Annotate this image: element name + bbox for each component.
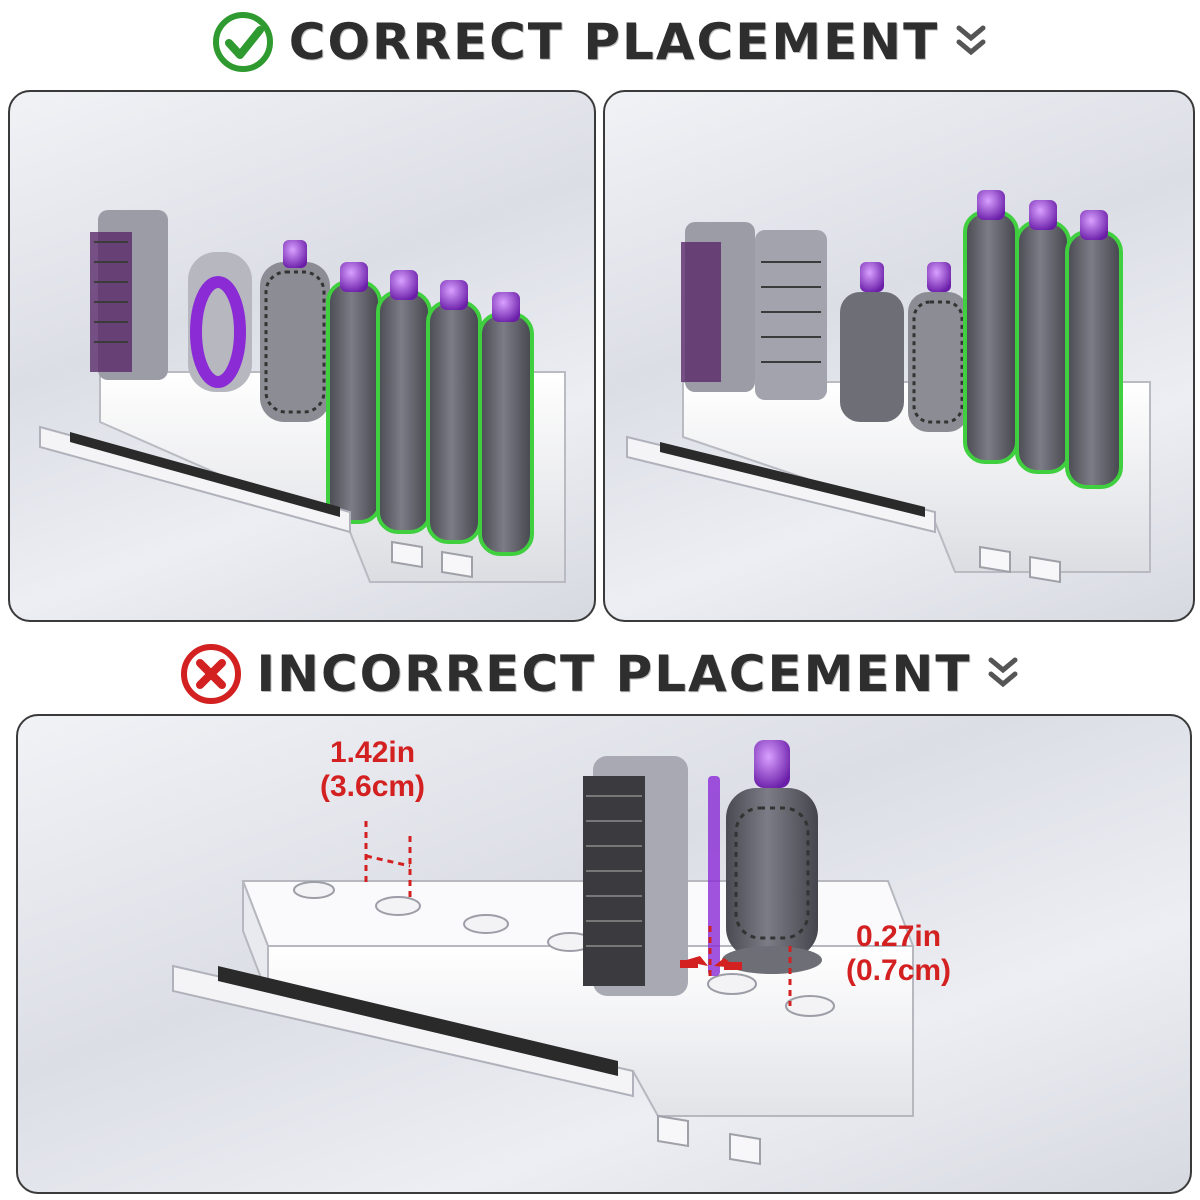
check-circle-icon — [212, 12, 273, 72]
round-brush — [260, 240, 330, 422]
round-brushes — [840, 262, 968, 432]
x-circle-icon — [180, 644, 241, 704]
slot-spacing-dimension — [364, 821, 412, 901]
incorrect-placement-photo: 1.42in (3.6cm) 0.27in (0.7cm) — [16, 714, 1192, 1194]
loop-attachment — [188, 252, 252, 392]
wall-gap-inches: 0.27in — [855, 920, 942, 953]
slot-spacing-cm: (3.6cm) — [320, 770, 426, 803]
curling-barrels — [963, 190, 1123, 489]
correct-placement-photo-1 — [8, 90, 596, 622]
slot-spacing-inches: 1.42in — [329, 736, 416, 769]
rack-slots — [293, 881, 835, 1017]
curling-barrels — [326, 262, 534, 556]
correct-placement-photo-2 — [603, 90, 1195, 622]
correct-placement-heading: CORRECT PLACEMENT — [0, 2, 1200, 82]
wall-gap-label: 0.27in (0.7cm) — [846, 920, 951, 988]
wall-gap-cm: (0.7cm) — [846, 954, 952, 987]
wall-gap-dimension — [680, 926, 792, 1006]
incorrect-placement-title: INCORRECT PLACEMENT — [256, 645, 972, 703]
double-chevron-down-icon — [988, 657, 1018, 688]
round-brush — [722, 740, 822, 974]
paddle-brush — [90, 210, 168, 380]
correct-placement-title: CORRECT PLACEMENT — [288, 13, 940, 71]
paddle-brush — [583, 756, 688, 996]
incorrect-placement-heading: INCORRECT PLACEMENT — [0, 634, 1200, 714]
slot-spacing-label: 1.42in (3.6cm) — [320, 736, 425, 804]
double-chevron-down-icon — [956, 25, 986, 56]
paddle-brushes — [681, 222, 827, 400]
